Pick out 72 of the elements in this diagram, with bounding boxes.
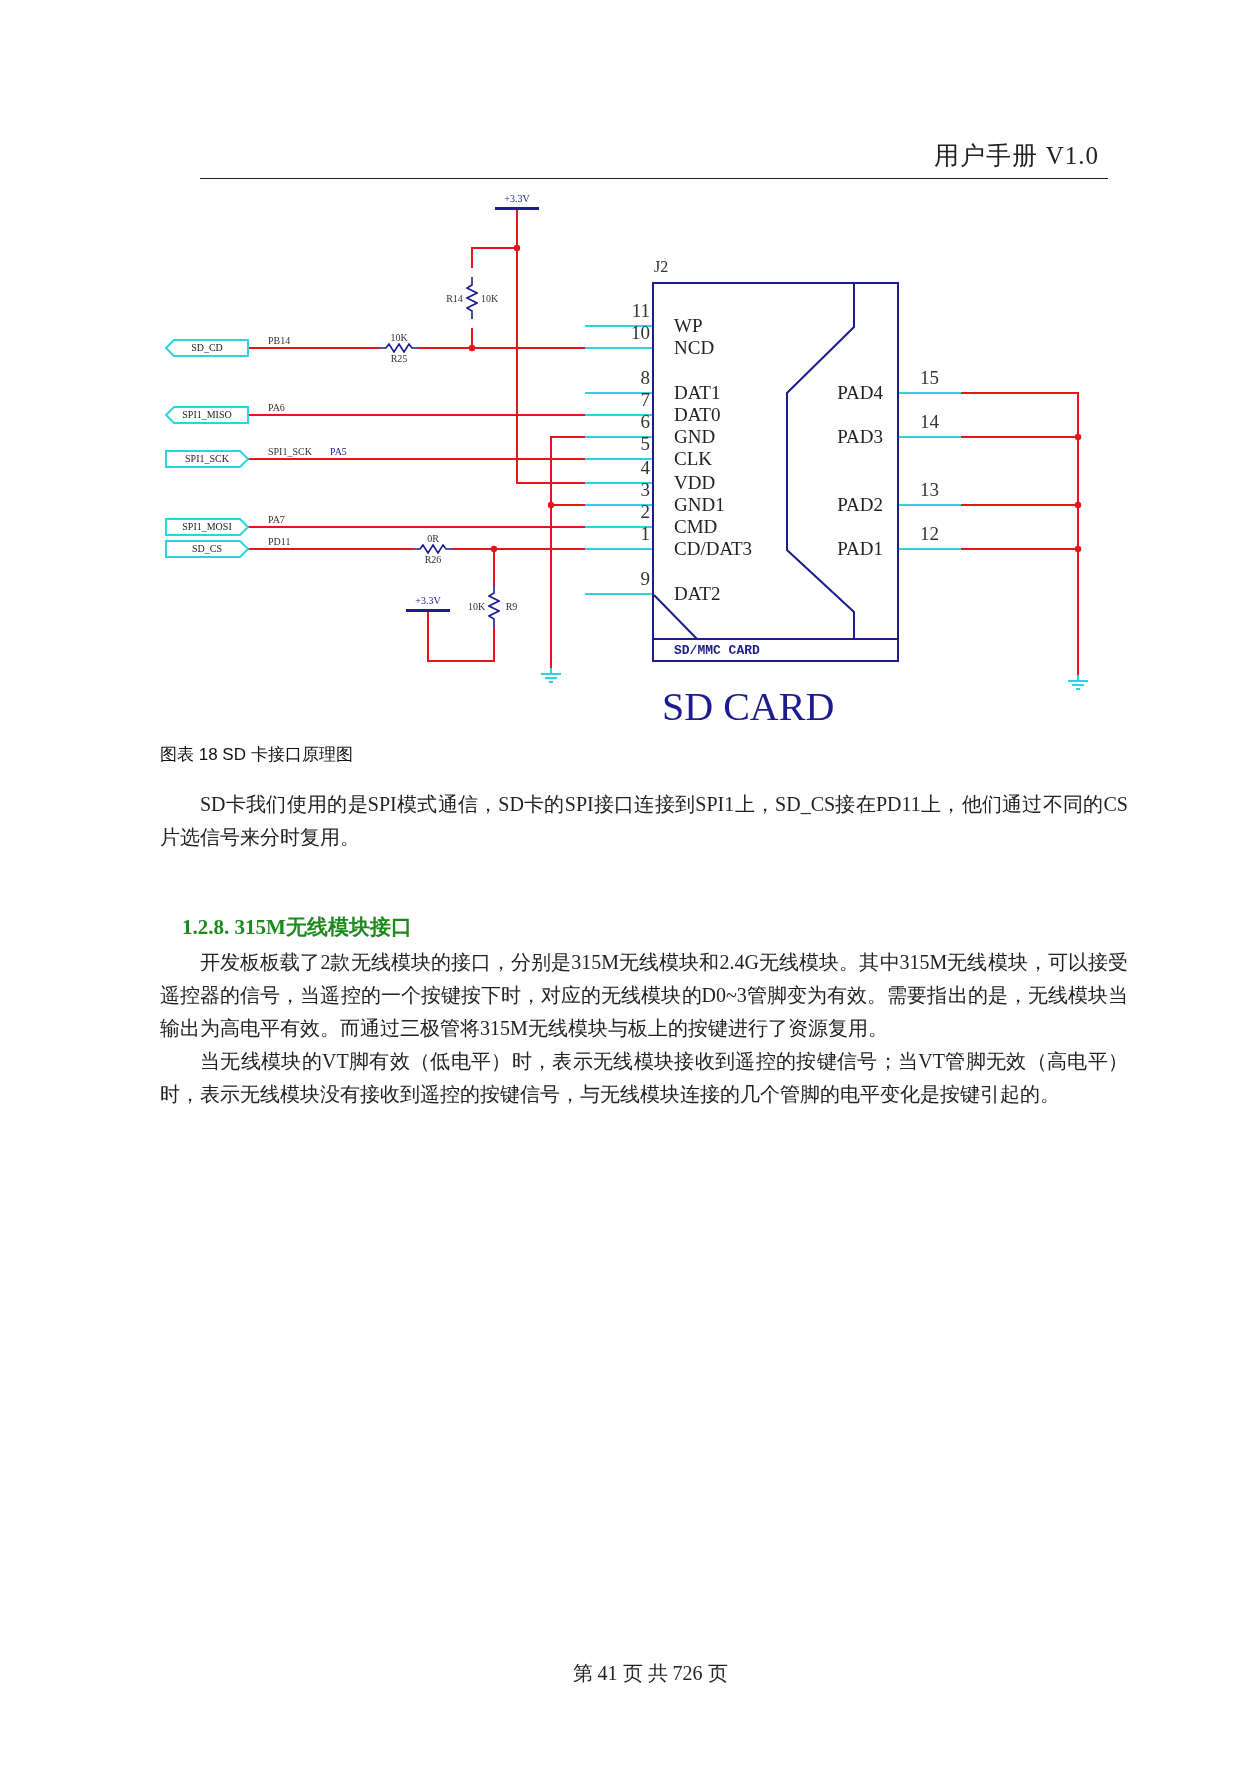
resistor-value: 10K — [390, 332, 408, 343]
wire — [247, 526, 586, 528]
paragraph: SD卡我们使用的是SPI模式通信，SD卡的SPI接口连接到SPI1上，SD_CS接在PD11上，他们通过不同的CS片选信号来分时复用。 — [160, 792, 1128, 850]
wire — [427, 611, 495, 662]
pin-number: 11 — [631, 300, 650, 322]
pin-number: 4 — [640, 457, 650, 479]
wire — [516, 209, 586, 484]
net-label: PA6 — [268, 402, 285, 414]
resistor-label: 10K — [466, 600, 487, 612]
wire — [493, 548, 586, 586]
resistor-label: R14 — [445, 292, 464, 304]
pin-number: 10 — [631, 322, 650, 344]
resistor-value: 0R — [427, 533, 439, 544]
signal-port: SPI1_SCK — [166, 451, 248, 467]
pin-name: GND — [674, 426, 716, 448]
resistor-value: R9 — [504, 600, 519, 612]
pin-name: CMD — [674, 516, 718, 538]
pin-number: 8 — [640, 367, 650, 389]
resistor-label: R25 — [390, 353, 408, 364]
pin-name: PAD1 — [837, 538, 883, 560]
pin-name: PAD2 — [837, 494, 883, 516]
pin-name: PAD3 — [837, 426, 883, 448]
resistor-label: R26 — [424, 554, 442, 565]
paragraph: 当无线模块的VT脚有效（低电平）时，表示无线模块接收到遥控的按键信号；当VT管脚无效（高电平）时，表示无线模块没有接收到遥控的按键信号，与无线模块连接的几个管脚的电平变化是按键引起的。 — [160, 1049, 1128, 1107]
net-label: PA7 — [268, 514, 285, 526]
pin-name: VDD — [674, 472, 716, 494]
wire — [471, 327, 586, 349]
schematic-title: SD CARD — [662, 684, 835, 730]
pin-number: 14 — [920, 411, 939, 433]
wire — [247, 458, 586, 460]
page-number: 第 41 页 共 726 页 — [571, 1661, 729, 1686]
part-label: SD/MMC CARD — [674, 643, 760, 658]
pin-name: WP — [674, 315, 703, 337]
pin-number: 9 — [640, 568, 650, 590]
pin-name: DAT0 — [674, 404, 721, 426]
net-label: PA5 — [330, 446, 347, 458]
pin-number: 3 — [640, 479, 650, 501]
signal-port: SPI1_MOSI — [166, 519, 248, 535]
pin-name: DAT2 — [674, 583, 721, 605]
pin-number: 6 — [640, 411, 650, 433]
wire — [247, 414, 586, 416]
pin-number: 15 — [920, 367, 939, 389]
pin-name: GND1 — [674, 494, 725, 516]
ground-symbol — [1068, 675, 1088, 691]
pin-number: 12 — [920, 523, 939, 545]
figure-caption: 图表 18 SD 卡接口原理图 — [160, 744, 353, 766]
pin-number: 2 — [640, 501, 650, 523]
net-label: SPI1_SCK — [268, 446, 312, 458]
pin-name: DAT1 — [674, 382, 721, 404]
wire — [247, 347, 381, 349]
signal-port: SD_CS — [166, 541, 248, 557]
paragraph: 开发板板载了2款无线模块的接口，分别是315M无线模块和2.4G无线模块。其中315M无线模块，可以接受遥控器的信号，当遥控的一个按键按下时，对应的无线模块的D0~3管脚变为有效。需要指出的是，无线模块当输出为高电平有效。而通过三极管将315M无线模块与板上的按键进行了资源复用。 — [160, 950, 1128, 1041]
wire — [960, 548, 1079, 676]
wire — [550, 504, 586, 669]
pin-number: 5 — [640, 433, 650, 455]
net-label: PD11 — [268, 536, 291, 548]
pin-name: NCD — [674, 337, 715, 359]
pin-number: 7 — [640, 389, 650, 411]
pin-number: 1 — [640, 523, 650, 545]
resistor-value: 10K — [479, 292, 500, 304]
net-label: PB14 — [268, 335, 291, 347]
ground-symbol — [541, 668, 561, 684]
pin-number: 13 — [920, 479, 939, 501]
section-heading: 1.2.8. 315M无线模块接口 — [182, 914, 413, 941]
header-text: 用户手册 V1.0 — [934, 141, 1099, 171]
signal-port: SD_CD — [166, 340, 248, 356]
reference-label: J2 — [654, 258, 669, 276]
pin-name: CD/DAT3 — [674, 538, 753, 560]
pin-name: PAD4 — [837, 382, 883, 404]
wire — [247, 548, 415, 550]
pin-name: CLK — [674, 448, 712, 470]
signal-port: SPI1_MISO — [166, 407, 248, 423]
